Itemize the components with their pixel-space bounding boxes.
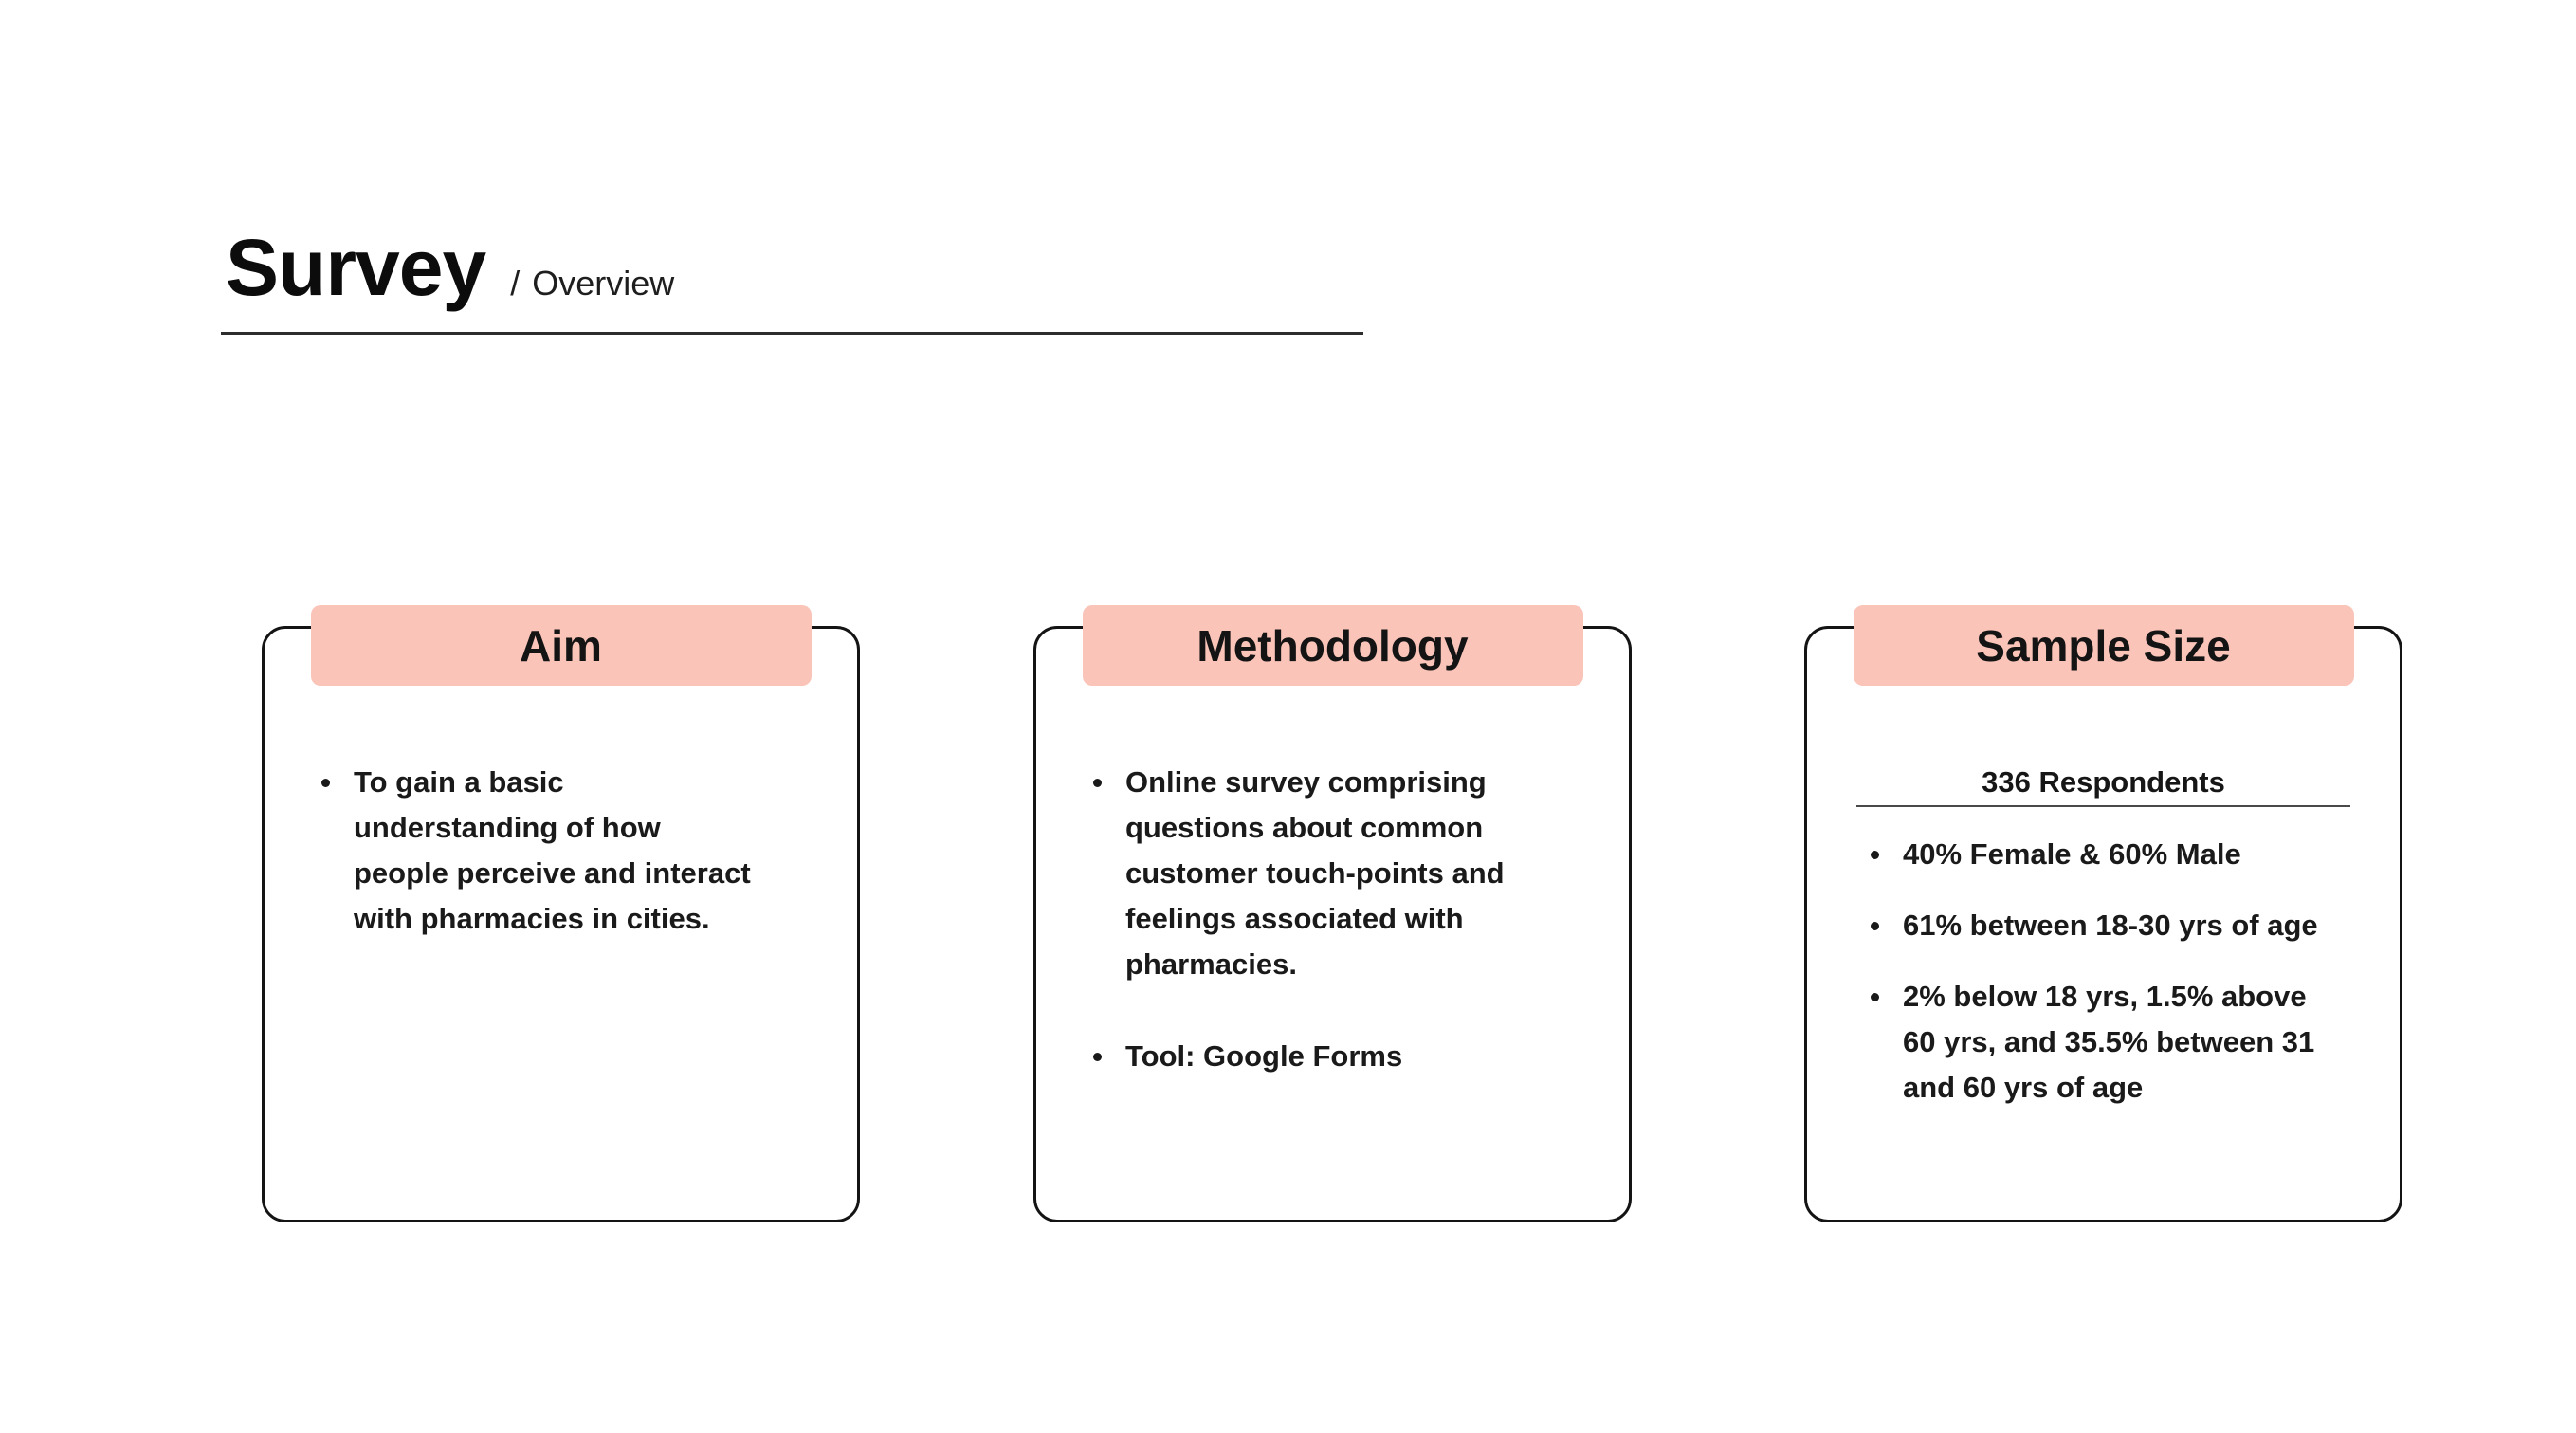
card-sample-size-body: 336 Respondents 40% Female & 60% Male 61…	[1807, 629, 2400, 1111]
bullet-item: To gain a basic understanding of how peo…	[320, 760, 756, 942]
card-aim-title: Aim	[520, 620, 602, 671]
page-title: Survey	[226, 223, 486, 312]
card-sample-size: Sample Size 336 Respondents 40% Female &…	[1804, 605, 2402, 1222]
title-separator: /	[510, 264, 521, 303]
card-methodology-title: Methodology	[1197, 620, 1469, 671]
methodology-bullet-list: Online survey comprising questions about…	[1091, 760, 1543, 1079]
bullet-item: Tool: Google Forms	[1091, 1034, 1543, 1079]
card-aim-body: To gain a basic understanding of how peo…	[265, 629, 857, 942]
card-sample-size-title: Sample Size	[1976, 620, 2231, 671]
page-subtitle: / Overview	[510, 264, 674, 303]
card-methodology-body: Online survey comprising questions about…	[1036, 629, 1629, 1079]
page-header: Survey / Overview	[226, 228, 674, 307]
aim-bullet-list: To gain a basic understanding of how peo…	[320, 760, 756, 942]
title-underline	[221, 332, 1363, 335]
respondents-count: 336 Respondents	[1856, 760, 2350, 807]
bullet-item: 40% Female & 60% Male	[1869, 832, 2320, 877]
card-aim: Aim To gain a basic understanding of how…	[262, 605, 860, 1222]
subtitle-text: Overview	[532, 264, 675, 303]
card-methodology-tab: Methodology	[1082, 605, 1583, 686]
bullet-item: 2% below 18 yrs, 1.5% above 60 yrs, and …	[1869, 974, 2320, 1111]
card-sample-size-tab: Sample Size	[1853, 605, 2354, 686]
card-methodology: Methodology Online survey comprising que…	[1033, 605, 1632, 1222]
sample-size-bullet-list: 40% Female & 60% Male 61% between 18-30 …	[1869, 832, 2320, 1111]
bullet-item: 61% between 18-30 yrs of age	[1869, 903, 2320, 948]
card-aim-tab: Aim	[310, 605, 812, 686]
bullet-item: Online survey comprising questions about…	[1091, 760, 1543, 987]
